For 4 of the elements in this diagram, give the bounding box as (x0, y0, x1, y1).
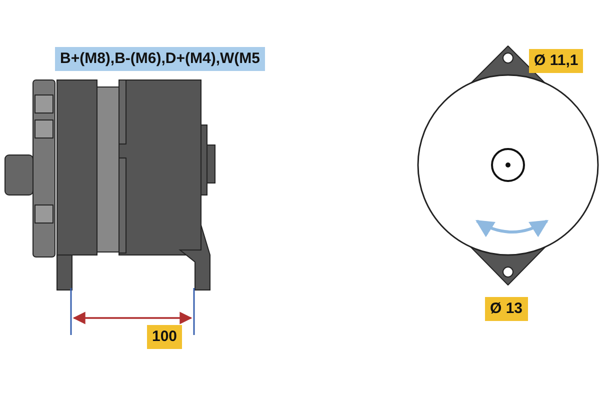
dimension-label: Ø 11,1 (529, 49, 584, 73)
pin-label: B+(M8),B-(M6),D+(M4),W(M5 (55, 47, 265, 71)
dimension-label: 100 (147, 325, 182, 349)
dimension-label: Ø 13 (485, 297, 528, 321)
